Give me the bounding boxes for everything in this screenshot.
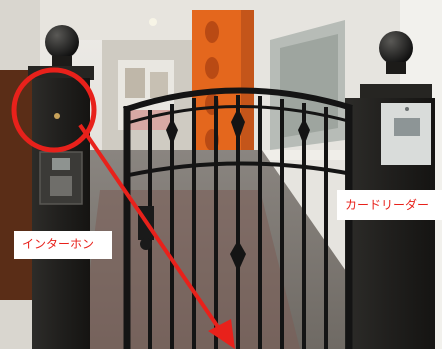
pointer-arrow-icon [78, 123, 222, 332]
window-glass [280, 34, 338, 138]
right-pillar-finial [379, 31, 413, 65]
window-sill [262, 150, 352, 160]
gate-spearheads [166, 108, 310, 272]
distant-building [125, 68, 145, 98]
gate-handle [140, 238, 152, 250]
highlight-circle-icon [11, 67, 97, 153]
floor-tiles [80, 190, 300, 349]
left-pillar-neck [52, 56, 72, 66]
card-reader-led [405, 107, 409, 111]
intercom-label: インターホン [14, 231, 112, 259]
arrow-head-icon [208, 319, 235, 349]
distant-building [150, 72, 168, 98]
right-pillar-cap [360, 84, 432, 98]
intercom-keypad [50, 176, 72, 196]
left-pillar-finial [45, 25, 79, 59]
column-hole [205, 21, 219, 43]
intercom-camera [54, 113, 60, 119]
ceiling-light [149, 18, 157, 26]
card-reader-sensor [394, 118, 420, 136]
right-pillar-neck [386, 62, 406, 74]
column-hole [205, 57, 219, 79]
intercom-screen [52, 158, 70, 170]
left-pillar [32, 78, 90, 349]
card-reader-label: カードリーダー [337, 190, 442, 220]
